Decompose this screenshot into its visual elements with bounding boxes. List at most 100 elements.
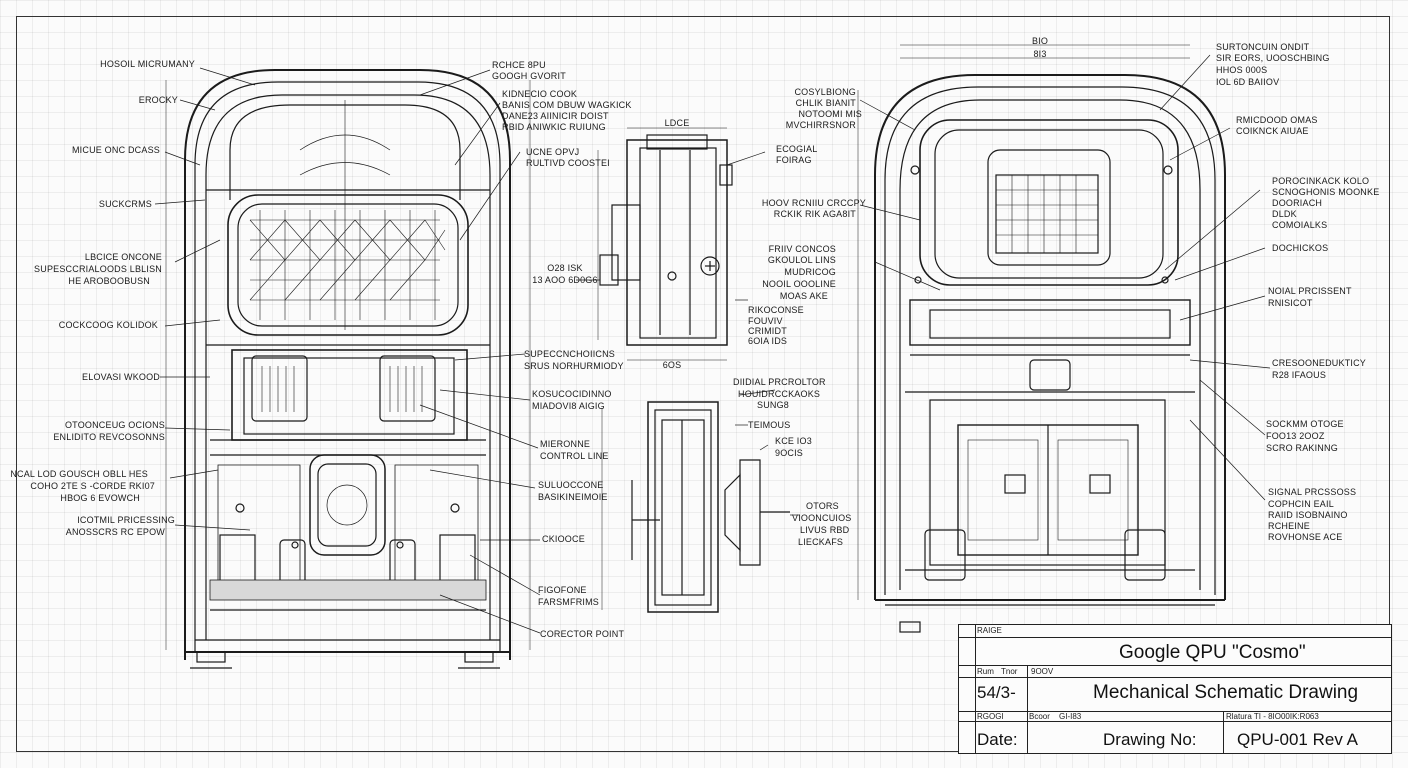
callout-label: COHO 2TE S -CORDE RKI07 bbox=[30, 481, 155, 491]
callout-label: COIKNCK AIUAE bbox=[1236, 126, 1309, 136]
callout-label: DANE23 AIINICIR DOIST bbox=[502, 111, 609, 121]
callout-label: GKOULOL LINS bbox=[768, 255, 836, 265]
date-label: Date: bbox=[977, 730, 1018, 749]
callout-label: RCKIK RIK AGA8IT bbox=[774, 209, 857, 219]
callout-label: FOUVIV bbox=[748, 316, 783, 326]
title-block: RAIGE Google QPU "Cosmo" Rum Tnor 9OOV 5… bbox=[958, 624, 1392, 754]
title-block-field: Bcoor bbox=[1029, 712, 1050, 721]
callout-label: NOOIL OOOLINE bbox=[762, 279, 836, 289]
callout-label: FOIRAG bbox=[776, 155, 812, 165]
callout-label: HOUIDRCCKAOKS bbox=[738, 389, 820, 399]
callout-label: UCNE OPVJ bbox=[526, 147, 579, 157]
title-block-header: RAIGE bbox=[977, 626, 1002, 635]
callout-label: HOSOIL MICRUMANY bbox=[100, 59, 195, 69]
callout-label: OTORS bbox=[806, 501, 839, 511]
callout-label: OTOONCEUG OCIONS bbox=[65, 420, 165, 430]
callout-label: SCNOGHONIS MOONKE bbox=[1272, 187, 1379, 197]
title-block-rule bbox=[959, 711, 1391, 712]
callout-label: LDCE bbox=[665, 118, 690, 128]
callout-label: SURTONCUIN ONDIT bbox=[1216, 42, 1310, 52]
callout-label: EROCKY bbox=[139, 95, 178, 105]
callout-label: LIECKAFS bbox=[798, 537, 843, 547]
callout-label: DIIDIAL PRCROLTOR bbox=[733, 377, 826, 387]
callout-label: TEIMOUS bbox=[748, 420, 790, 430]
callout-label: NCAL LOD GOUSCH OBLL HES bbox=[10, 469, 148, 479]
callout-label: 8I3 bbox=[1033, 49, 1046, 59]
callout-label: CRESOONEDUKTICY bbox=[1272, 358, 1366, 368]
callout-label: MVCHIRRSNOR bbox=[786, 120, 857, 130]
right-leader-lines bbox=[859, 54, 1271, 501]
callout-label: KCE IO3 bbox=[775, 436, 812, 446]
callout-label: ROVHONSE ACE bbox=[1268, 532, 1342, 542]
callout-label: NOIAL PRCISSENT bbox=[1268, 286, 1352, 296]
callout-label: HE AROBOOBUSN bbox=[68, 276, 150, 286]
callout-label: COSYLBIONG bbox=[794, 87, 856, 97]
callout-label: ENLIDITO REVCOSONNS bbox=[53, 432, 165, 442]
left-leader-lines bbox=[154, 67, 541, 634]
callout-label: DOCHICKOS bbox=[1272, 243, 1328, 253]
callout-label: VIOONCUIOS bbox=[792, 513, 852, 523]
callout-label: HHOS 000S bbox=[1216, 65, 1267, 75]
callout-label: RNISICOT bbox=[1268, 298, 1313, 308]
callout-label: GOOGH GVORIT bbox=[492, 71, 566, 81]
drawing-number-label: Drawing No: bbox=[1103, 730, 1197, 749]
callout-label: SUPESCCRIALOODS LBLISN bbox=[34, 264, 162, 274]
middle-top-section bbox=[576, 127, 766, 361]
callout-label: CHLIK BIANIT bbox=[796, 98, 857, 108]
callout-label: FARSMFRIMS bbox=[538, 597, 599, 607]
callout-label: RMICDOOD OMAS bbox=[1236, 115, 1318, 125]
title-block-rule bbox=[959, 677, 1391, 678]
sheet-border bbox=[16, 16, 1390, 752]
callout-label: KOSUCOCIDINNO bbox=[532, 389, 612, 399]
callout-label: SRUS NORHURMIODY bbox=[524, 361, 624, 371]
callout-label: LBCICE ONCONE bbox=[85, 252, 162, 262]
callout-label: 6OS bbox=[663, 360, 682, 370]
title-block-rule bbox=[959, 721, 1391, 722]
callout-label: BANIS COM DBUW WAGKICK bbox=[502, 100, 632, 110]
scale-value: 54/3- bbox=[977, 683, 1016, 702]
callout-label: RCHEINE bbox=[1268, 521, 1310, 531]
callout-label: SIR EORS, UOOSCHBING bbox=[1216, 53, 1330, 63]
callout-label: MIADOVI8 AIGIG bbox=[532, 401, 605, 411]
callout-label: CRIMIDT bbox=[748, 326, 787, 336]
title-block-rule bbox=[1027, 665, 1028, 753]
drawing-number: QPU-001 Rev A bbox=[1237, 730, 1358, 749]
callout-label: 13 AOO 6D0G6 bbox=[532, 275, 597, 285]
callout-label: HOOV RCNIIU CRCCPY bbox=[762, 198, 866, 208]
callout-label: FRIIV CONCOS bbox=[769, 244, 836, 254]
callout-label: MUDRICOG bbox=[784, 267, 836, 277]
title-block-field: Tnor bbox=[1001, 667, 1018, 676]
drawing-title: Google QPU "Cosmo" bbox=[1119, 642, 1306, 663]
callout-label: LIVUS RBD bbox=[800, 525, 850, 535]
title-block-field: Rum bbox=[977, 667, 994, 676]
callout-label: POROCINKACK KOLO bbox=[1272, 176, 1369, 186]
callout-label: BIO bbox=[1032, 36, 1048, 46]
callout-label: DOORIACH bbox=[1272, 198, 1322, 208]
callout-label: MOAS AKE bbox=[780, 291, 828, 301]
callout-label: SUNG8 bbox=[757, 400, 789, 410]
callout-label: RAIID ISOBNAINO bbox=[1268, 510, 1348, 520]
middle-bottom-section bbox=[601, 389, 800, 613]
callout-label: SUPECCNCHOIICNS bbox=[524, 349, 615, 359]
callout-label: COCKCOOG KOLIDOK bbox=[59, 320, 158, 330]
callout-label: RIKOCONSE bbox=[748, 305, 804, 315]
callout-label: FIGOFONE bbox=[538, 585, 587, 595]
left-cabinet-view bbox=[165, 69, 531, 669]
callout-label: RULTIVD COOSTEI bbox=[526, 158, 610, 168]
callout-label: MIERONNE bbox=[540, 439, 590, 449]
title-block-rule bbox=[959, 637, 1391, 638]
callout-label: IOL 6D BAIIOV bbox=[1216, 77, 1279, 87]
callout-label: ECOGIAL bbox=[776, 144, 817, 154]
drawing-subtitle: Mechanical Schematic Drawing bbox=[1093, 682, 1359, 703]
callout-label: SULUOCCONE bbox=[538, 480, 604, 490]
callout-label: HBOG 6 EVOWCH bbox=[60, 493, 140, 503]
title-block-rule bbox=[975, 625, 976, 753]
callout-label: SOCKMM OTOGE bbox=[1266, 419, 1344, 429]
callout-label: FOO13 2OOZ bbox=[1266, 431, 1325, 441]
title-block-field: 9OOV bbox=[1031, 667, 1054, 676]
callout-label: BASIKINEIMOIE bbox=[538, 492, 608, 502]
callout-label: SIGNAL PRCSSOSS bbox=[1268, 487, 1356, 497]
